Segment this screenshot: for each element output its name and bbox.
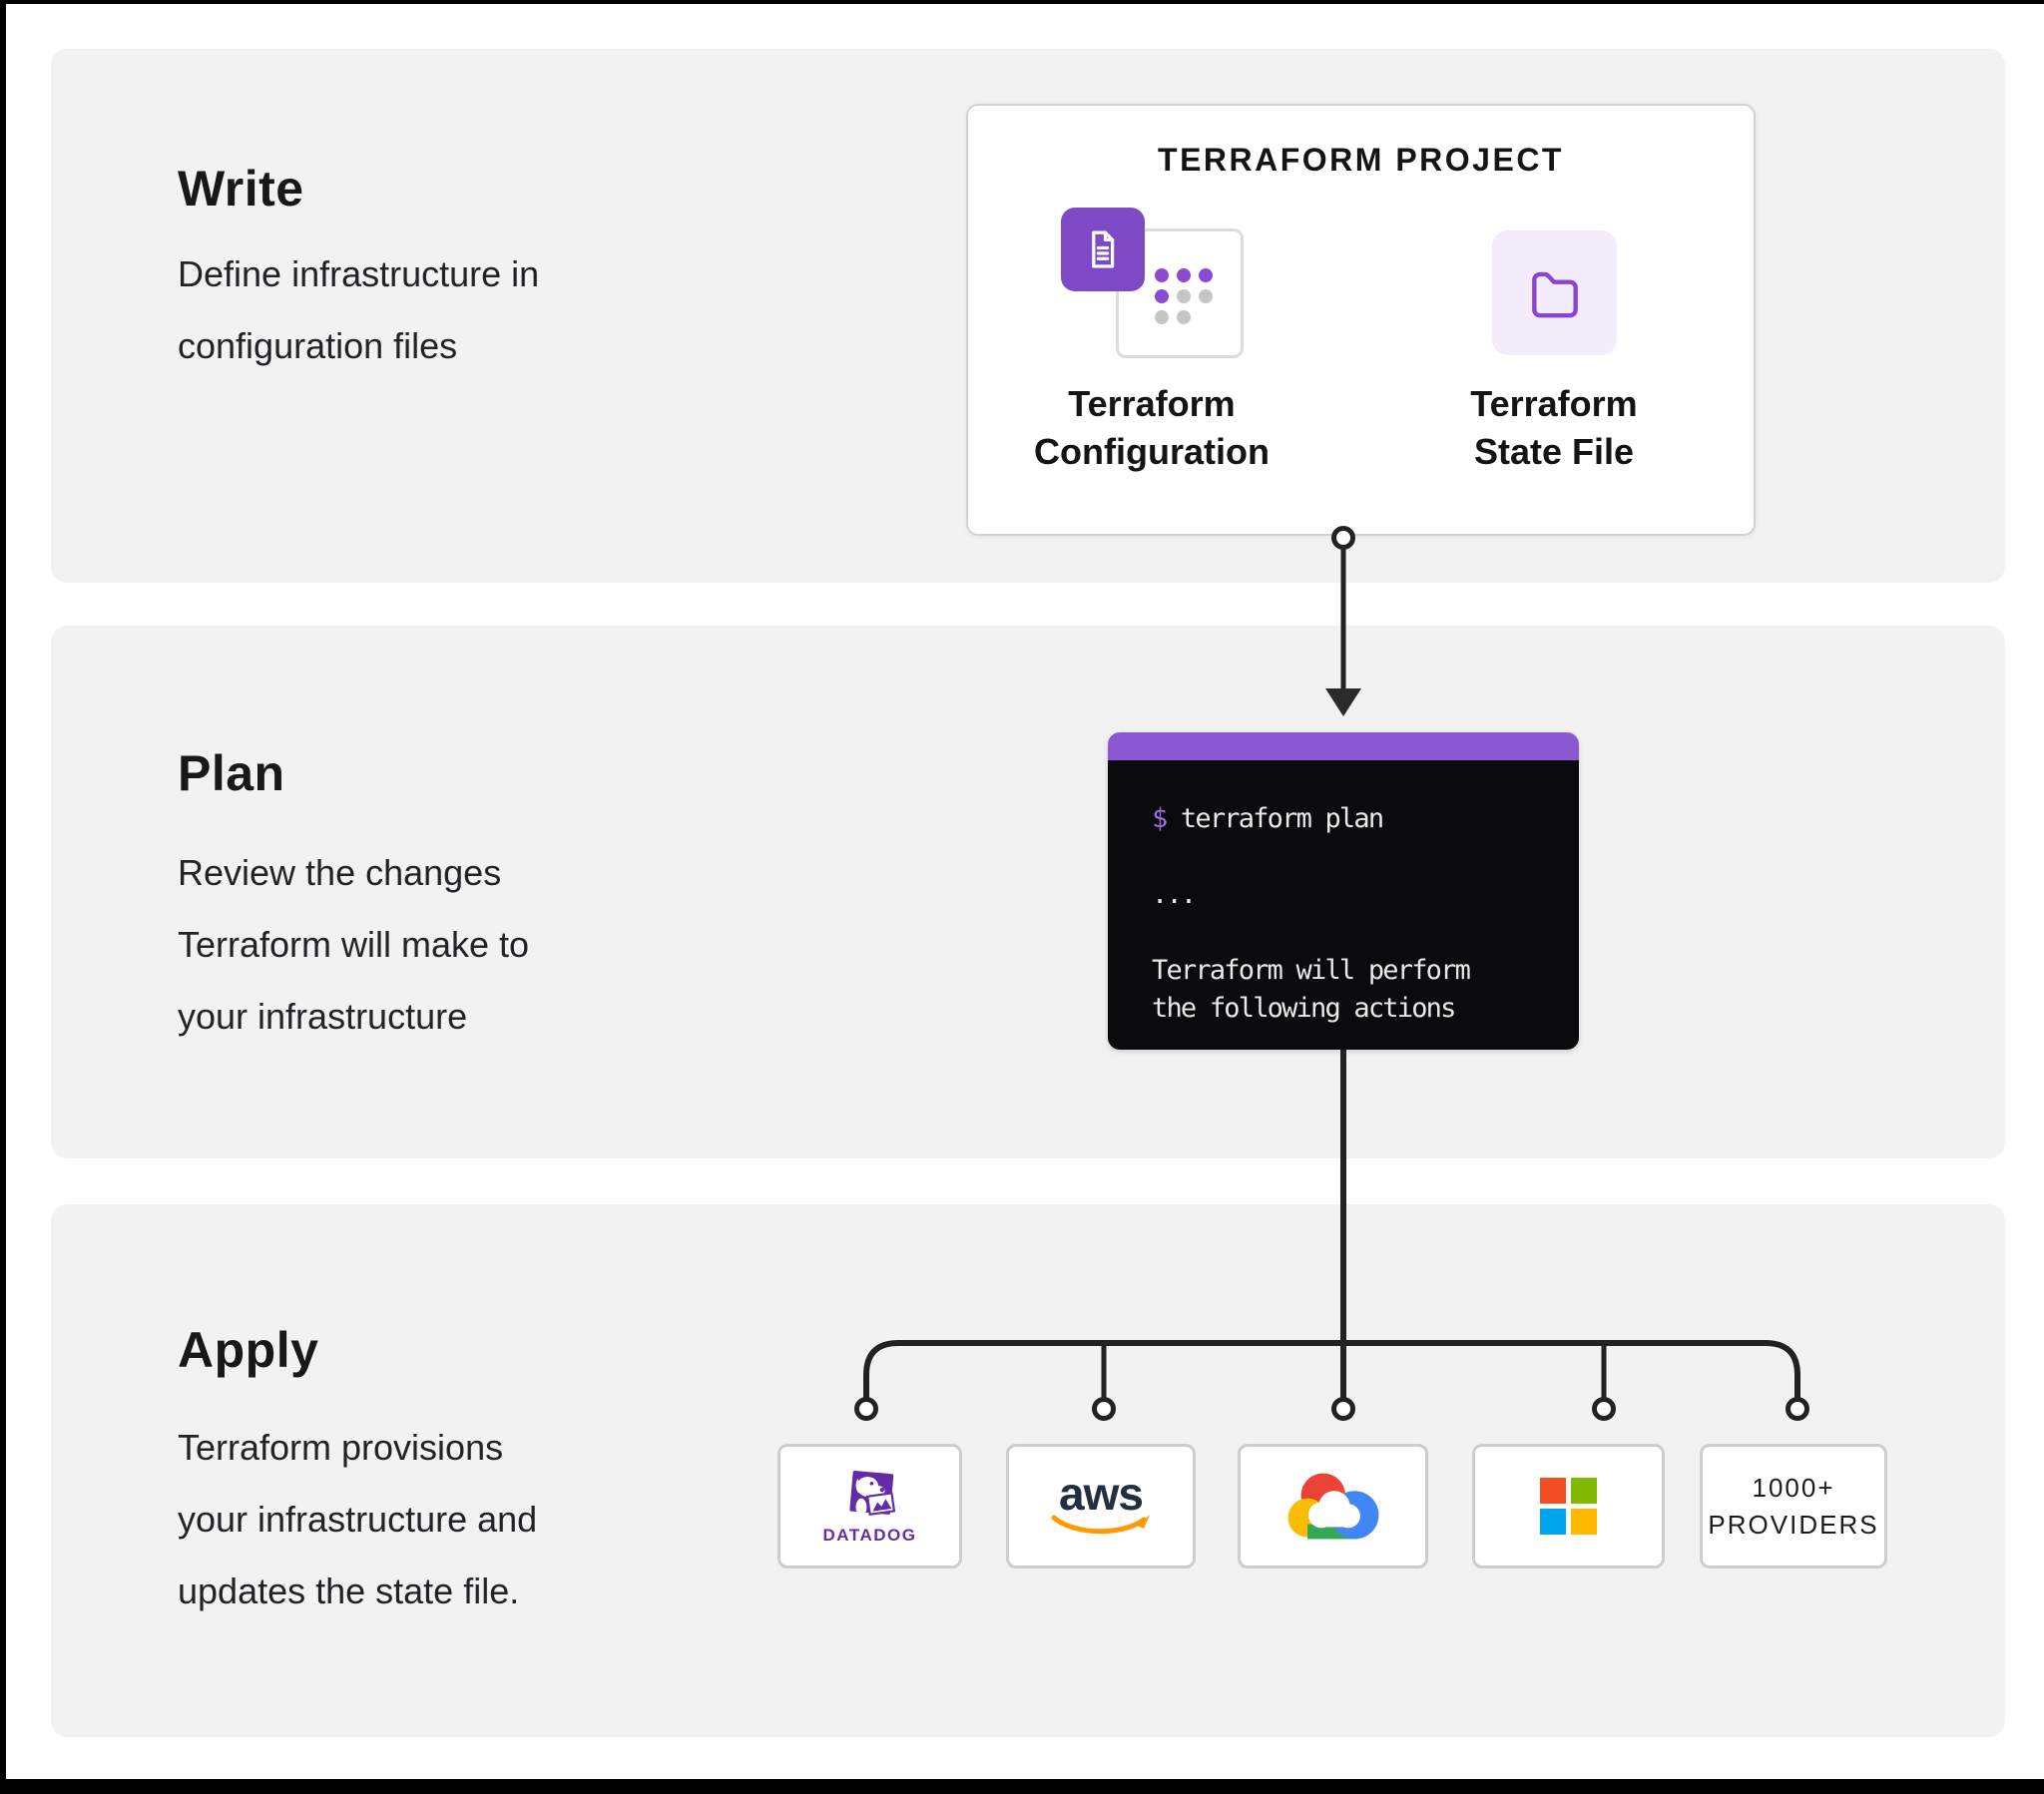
terminal-title-bar — [1108, 732, 1579, 760]
plan-description-line: Review the changes — [178, 852, 502, 893]
datadog-logo-icon — [848, 1471, 895, 1517]
apply-description-line: your infrastructure and — [178, 1499, 538, 1540]
plan-description: Review the changes Terraform will make t… — [178, 837, 529, 1053]
terminal-command-line: $ terraform plan — [1152, 800, 1579, 838]
google-cloud-logo-icon — [1287, 1473, 1378, 1539]
provider-card-1000-plus: 1000+ PROVIDERS — [1700, 1444, 1887, 1569]
terraform-state-file-label: Terraform State File — [1470, 383, 1638, 472]
write-heading: Write — [178, 161, 304, 217]
apply-description-line: updates the state file. — [178, 1570, 520, 1611]
aws-smile-icon — [1051, 1514, 1150, 1534]
plan-heading: Plan — [178, 745, 285, 801]
providers-count-label: 1000+ — [1752, 1472, 1835, 1503]
providers-word-label: PROVIDERS — [1708, 1509, 1879, 1540]
write-description-line: configuration files — [178, 325, 458, 366]
terminal-output-line: the following actions — [1152, 993, 1456, 1024]
terraform-project-title: TERRAFORM PROJECT — [1158, 142, 1564, 178]
apply-description-line: Terraform provisions — [178, 1427, 504, 1468]
apply-description: Terraform provisions your infrastructure… — [178, 1412, 537, 1627]
apply-heading: Apply — [178, 1322, 319, 1378]
write-description-line: Define infrastructure in — [178, 253, 540, 294]
terminal-ellipsis: ... — [1152, 879, 1197, 910]
aws-logo-text: aws — [1059, 1467, 1144, 1520]
terminal-output-line: Terraform will perform — [1152, 955, 1471, 986]
folder-icon — [1492, 230, 1617, 355]
terraform-project-card: TERRAFORM PROJECT Terraform Configuratio… — [966, 104, 1756, 536]
datadog-label: DATADOG — [822, 1526, 917, 1545]
microsoft-logo-icon — [1540, 1478, 1597, 1535]
provider-card-aws: aws — [1006, 1444, 1196, 1569]
document-icon — [1061, 208, 1145, 291]
provider-card-datadog: DATADOG — [777, 1444, 962, 1569]
terminal-window: $ terraform plan ... Terraform will perf… — [1108, 732, 1579, 1050]
provider-card-google-cloud — [1238, 1444, 1428, 1569]
terraform-configuration-label: Terraform Configuration — [1034, 383, 1270, 472]
terminal-prompt: $ — [1152, 803, 1168, 834]
write-description: Define infrastructure in configuration f… — [178, 238, 539, 382]
terminal-command: terraform plan — [1166, 803, 1384, 834]
plan-description-line: Terraform will make to — [178, 924, 530, 965]
plan-section: Plan Review the changes Terraform will m… — [51, 626, 2005, 1158]
plan-description-line: your infrastructure — [178, 996, 468, 1037]
terminal-output: $ terraform plan ... Terraform will perf… — [1108, 760, 1579, 1050]
provider-card-microsoft — [1472, 1444, 1665, 1569]
